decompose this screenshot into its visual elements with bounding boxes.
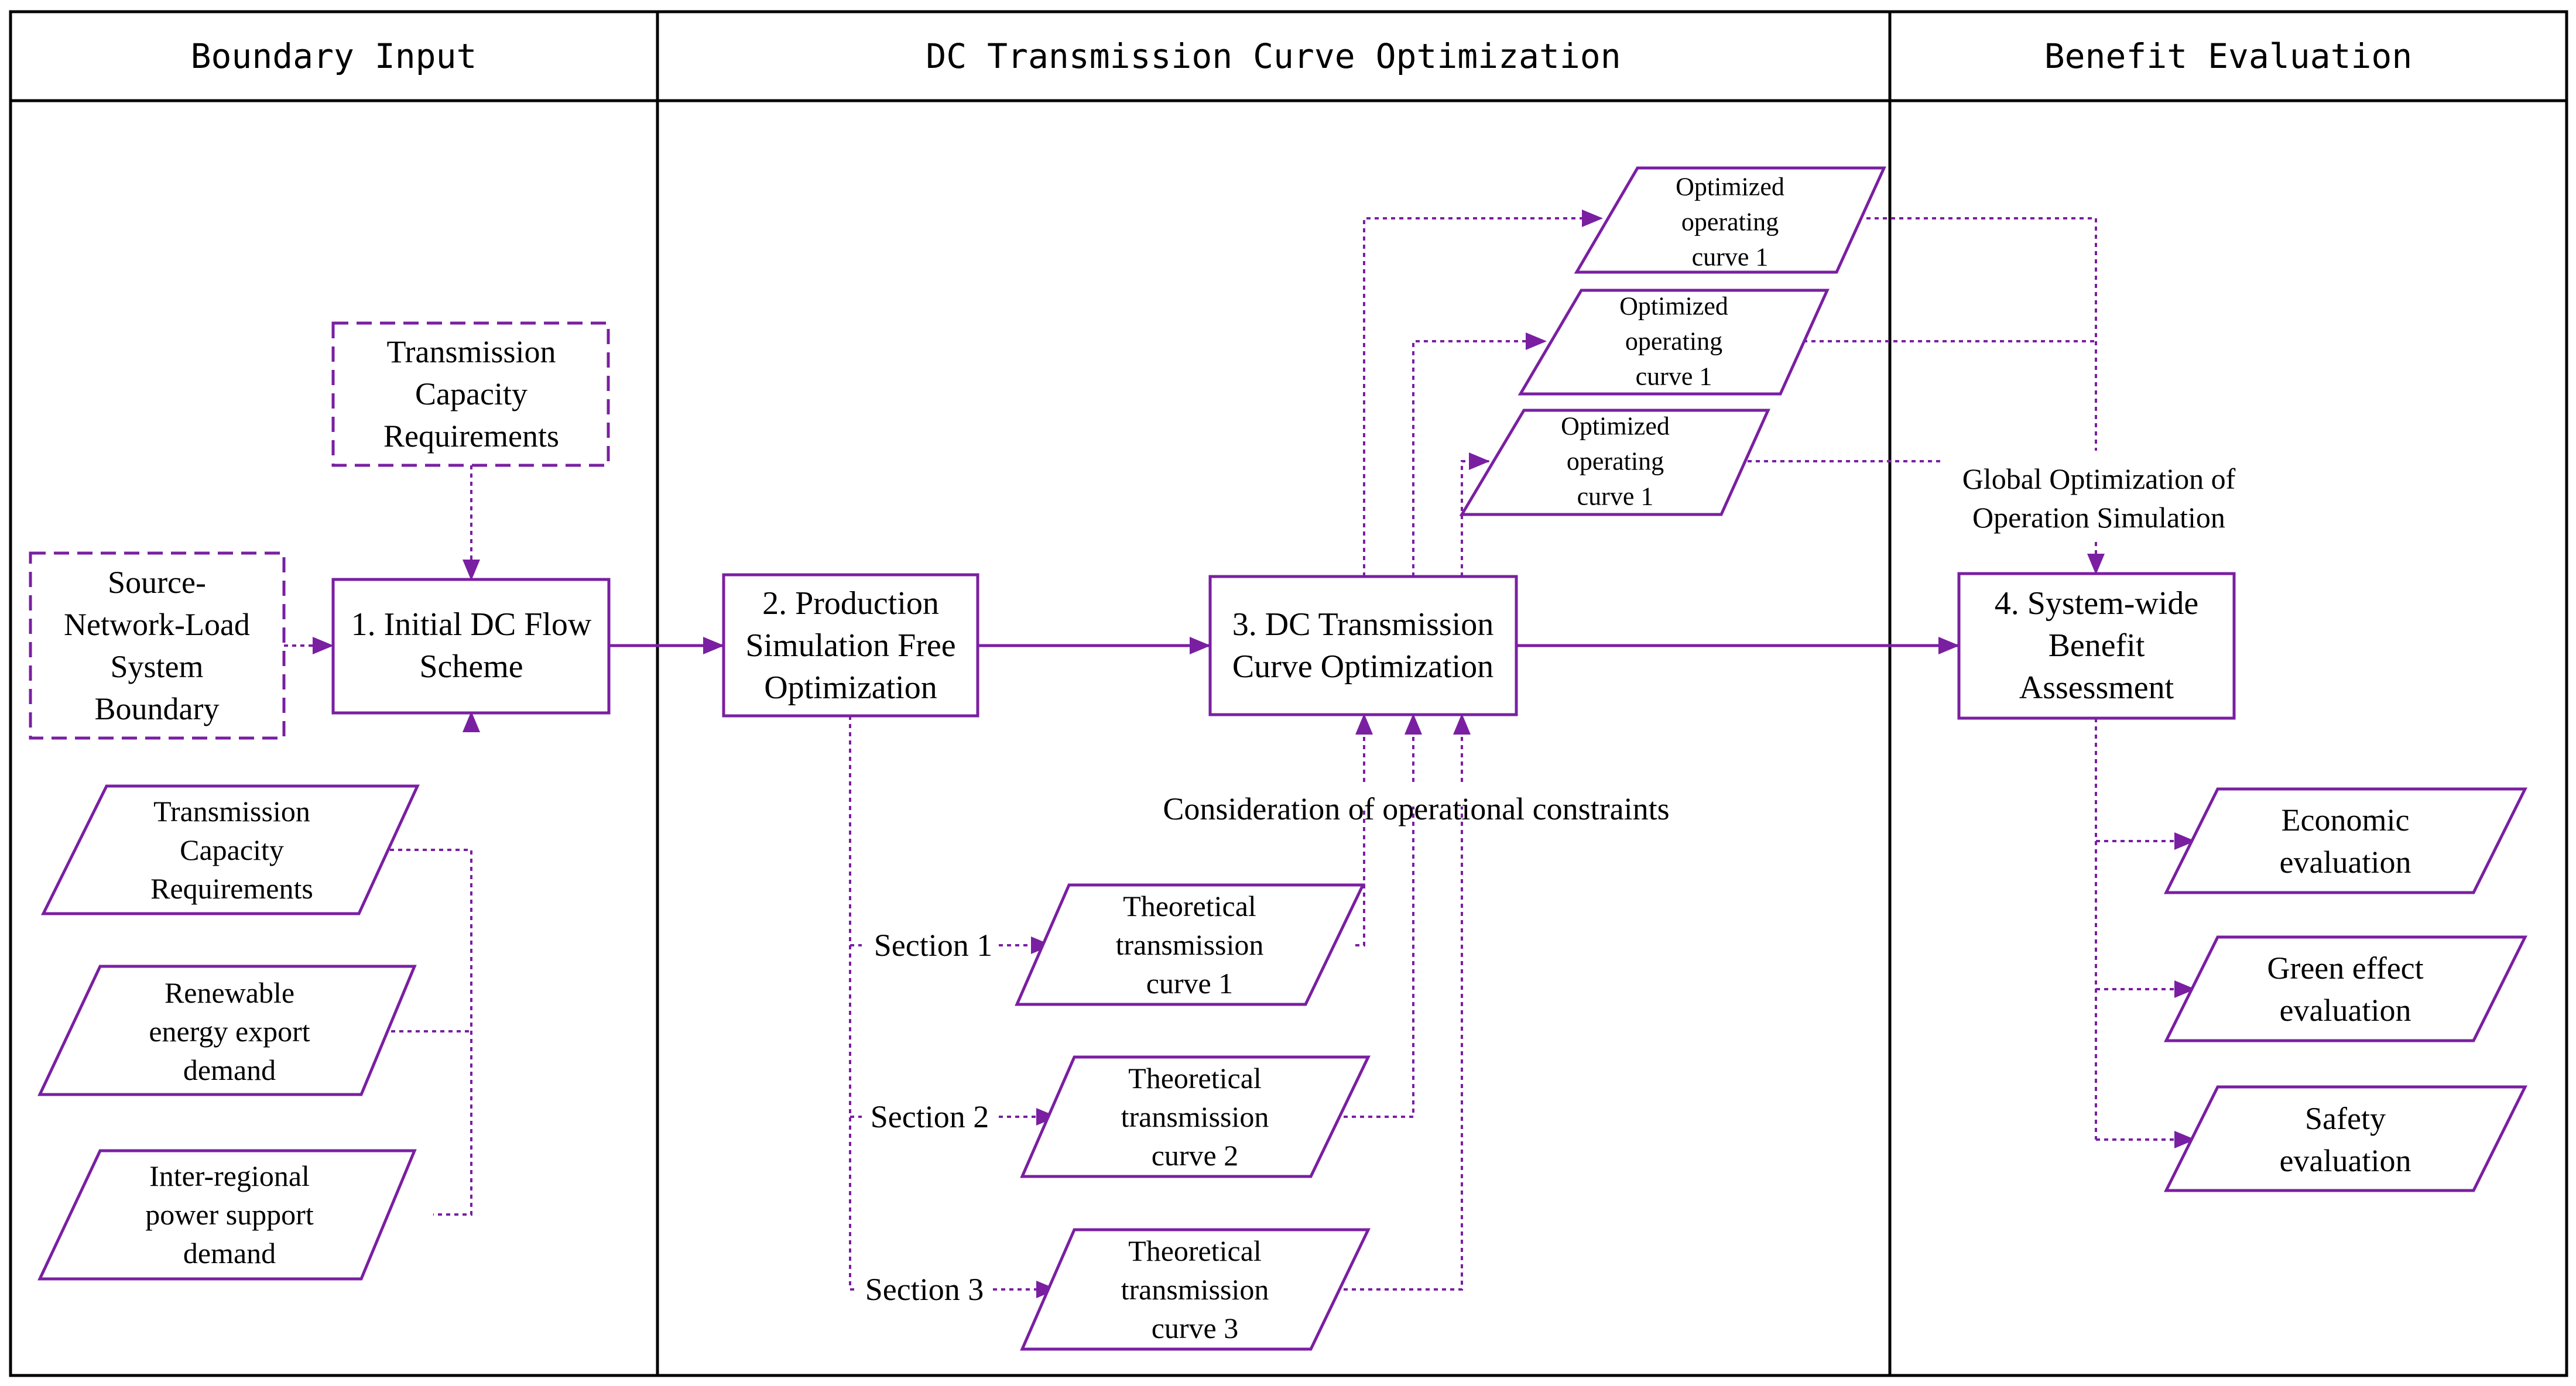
- column-header-boundary-input: Boundary Input: [191, 36, 477, 76]
- operational-constraints-label: Consideration of operational constraints: [1163, 791, 1669, 826]
- section-3-label: Section 3: [865, 1272, 984, 1307]
- swimlane-frame: [9, 10, 2568, 1377]
- section-1-label: Section 1: [874, 928, 992, 963]
- column-header-benefit-evaluation: Benefit Evaluation: [2044, 36, 2413, 76]
- column-header-dc-curve-optimization: DC Transmission Curve Optimization: [926, 36, 1621, 76]
- connectors: [284, 210, 2195, 1298]
- section-2-label: Section 2: [871, 1099, 989, 1134]
